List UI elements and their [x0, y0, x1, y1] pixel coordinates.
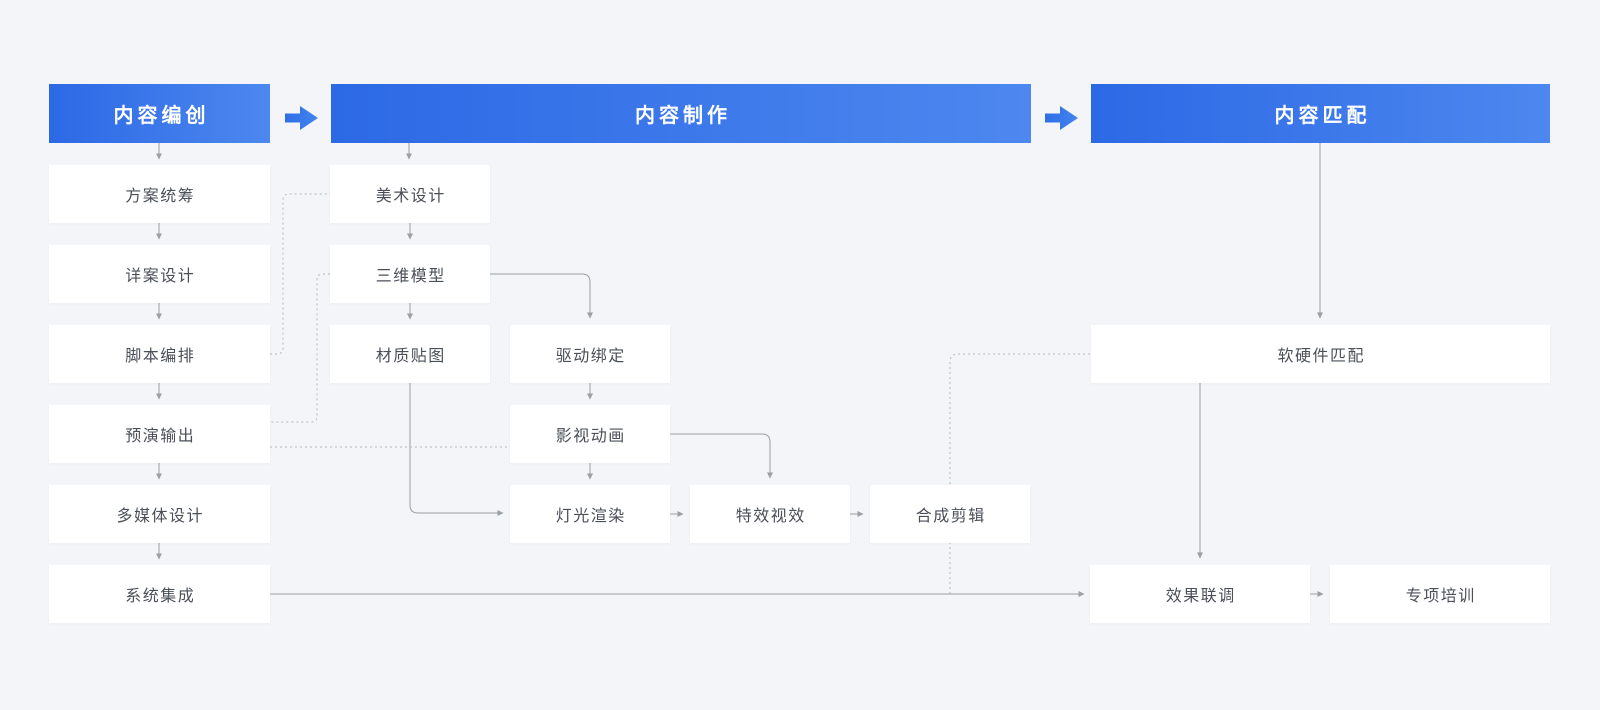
node-preview-output: 预演输出	[49, 405, 270, 463]
edge-dotted-script-art	[270, 193, 330, 355]
flow-arrow-icon	[285, 106, 318, 130]
node-system-integration: 系统集成	[49, 565, 270, 623]
edge-dotted-model3d-preview	[270, 273, 330, 423]
flow-arrow-icon	[1045, 106, 1078, 130]
node-hardware-software-matching: 软硬件匹配	[1091, 325, 1550, 383]
node-vfx: 特效视效	[690, 485, 850, 543]
node-plan: 方案统筹	[49, 165, 270, 223]
node-detail-design: 详案设计	[49, 245, 270, 303]
node-script-arrangement: 脚本编排	[49, 325, 270, 383]
node-lighting-render: 灯光渲染	[510, 485, 670, 543]
header-content-creation: 内容编创	[49, 84, 270, 143]
node-texture-mapping: 材质贴图	[330, 325, 490, 383]
edge-texture-lighting	[409, 383, 504, 516]
node-film-animation: 影视动画	[510, 405, 670, 463]
header-content-matching: 内容匹配	[1091, 84, 1550, 143]
edge-model3d-rigging	[490, 273, 593, 319]
edge-dotted-editing-hardware	[949, 353, 1091, 594]
header-content-production: 内容制作	[331, 84, 1031, 143]
node-effect-debugging: 效果联调	[1090, 565, 1310, 623]
node-compositing-editing: 合成剪辑	[870, 485, 1030, 543]
node-special-training: 专项培训	[1330, 565, 1550, 623]
edge-animation-vfx	[670, 433, 773, 479]
node-3d-model: 三维模型	[330, 245, 490, 303]
node-rigging: 驱动绑定	[510, 325, 670, 383]
node-multimedia-design: 多媒体设计	[49, 485, 270, 543]
node-art-design: 美术设计	[330, 165, 490, 223]
